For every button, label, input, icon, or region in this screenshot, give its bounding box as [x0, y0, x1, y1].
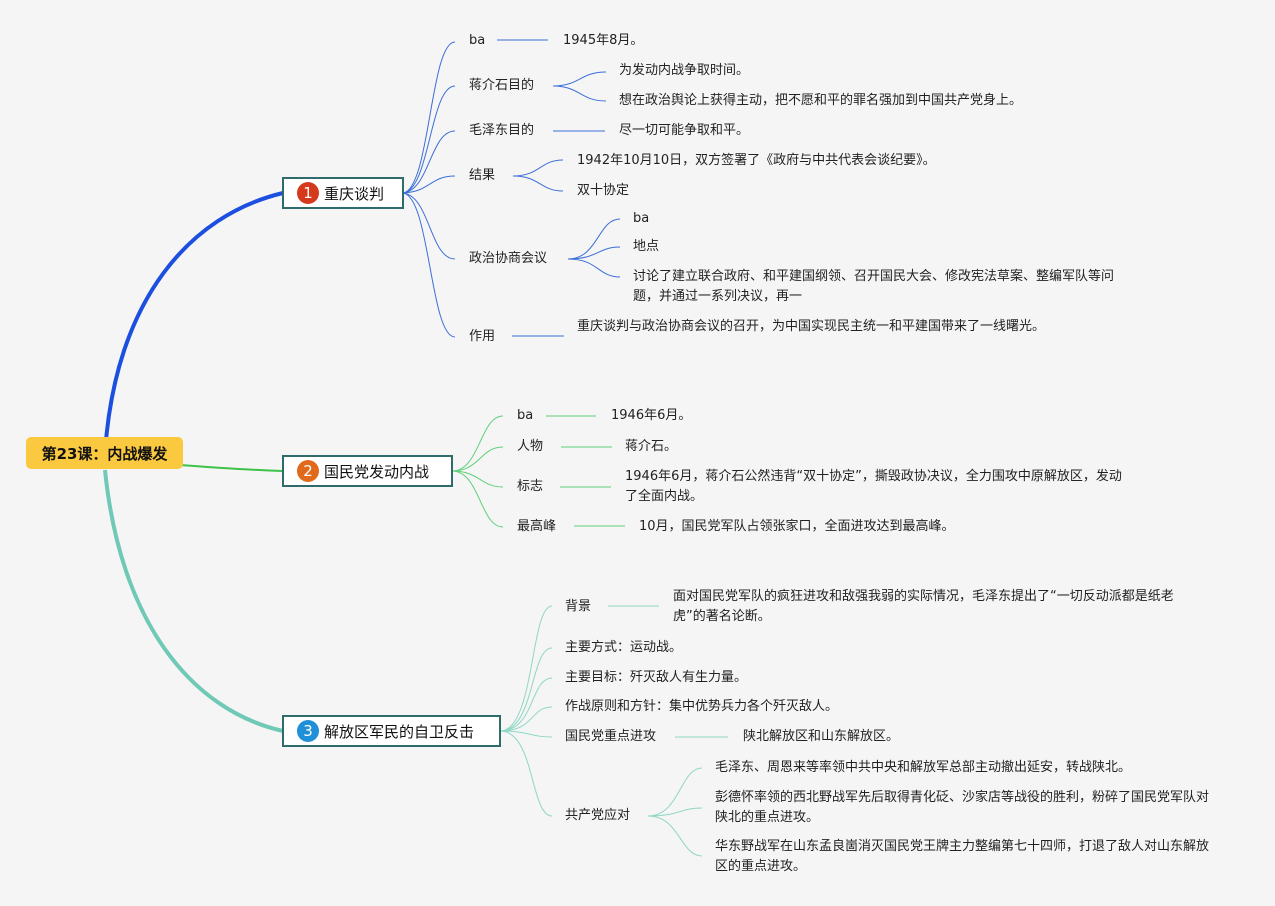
node-mao-purpose[interactable]: 毛泽东目的 [469, 123, 535, 138]
topic-label: 解放区军民的自卫反击 [324, 722, 475, 741]
node-time[interactable]: ba [469, 33, 486, 48]
number-1-icon: 1 [297, 182, 319, 204]
node-pcc-1[interactable]: ba [633, 211, 650, 226]
topic-self-defense[interactable]: 3 解放区军民的自卫反击 [282, 715, 501, 747]
node-time[interactable]: ba [517, 408, 534, 423]
node-pcc-3[interactable]: 讨论了建立联合政府、和平建国纲领、召开国民大会、修改宪法草案、整编军队等问题，并… [633, 269, 1115, 304]
topic-label: 重庆谈判 [324, 184, 385, 203]
node-peak-value[interactable]: 10月，国民党军队占领张家口，全面进攻达到最高峰。 [639, 519, 955, 534]
topic-kmt-civil-war[interactable]: 2 国民党发动内战 [282, 455, 453, 487]
node-background-value[interactable]: 面对国民党军队的疯狂进攻和敌强我弱的实际情况，毛泽东提出了“一切反动派都是纸老虎… [673, 589, 1174, 624]
node-person-value[interactable]: 蒋介石。 [625, 439, 678, 454]
node-person[interactable]: 人物 [517, 439, 544, 454]
node-effect[interactable]: 作用 [469, 329, 496, 344]
branch-line-1 [103, 191, 284, 454]
node-background[interactable]: 背景 [565, 599, 592, 614]
topic-label: 国民党发动内战 [324, 462, 430, 481]
node-pcc-2[interactable]: 地点 [633, 239, 660, 254]
node-mark[interactable]: 标志 [517, 479, 544, 494]
node-jiang-purpose-1[interactable]: 为发动内战争取时间。 [619, 63, 750, 78]
node-cpc-response-3[interactable]: 华东野战军在山东孟良崮消灭国民党王牌主力整编第七十四师，打退了敌人对山东解放区的… [715, 839, 1210, 874]
node-result-1[interactable]: 1942年10月10日，双方签署了《政府与中共代表会谈纪要》。 [577, 153, 936, 168]
number-2-icon: 2 [297, 460, 319, 482]
node-jiang-purpose[interactable]: 蒋介石目的 [469, 78, 535, 93]
node-mark-value[interactable]: 1946年6月，蒋介石公然违背“双十协定”，撕毁政协决议，全力围攻中原解放区，发… [625, 469, 1122, 504]
node-kmt-attack[interactable]: 国民党重点进攻 [565, 729, 657, 744]
node-mao-purpose-1[interactable]: 尽一切可能争取和平。 [619, 123, 750, 138]
node-main-mode[interactable]: 主要方式：运动战。 [565, 640, 683, 655]
root-topic[interactable]: 第23课：内战爆发 [26, 437, 183, 469]
node-time-value[interactable]: 1945年8月。 [563, 33, 644, 48]
node-result[interactable]: 结果 [469, 168, 496, 183]
node-principle[interactable]: 作战原则和方针：集中优势兵力各个歼灭敌人。 [565, 699, 839, 714]
node-time-value[interactable]: 1946年6月。 [611, 408, 692, 423]
node-result-2[interactable]: 双十协定 [577, 183, 630, 198]
node-peak[interactable]: 最高峰 [517, 519, 557, 534]
topic-chongqing-talks[interactable]: 1 重庆谈判 [282, 177, 404, 209]
branch-line-3 [103, 469, 284, 733]
node-cpc-response-1[interactable]: 毛泽东、周恩来等率领中共中央和解放军总部主动撤出延安，转战陕北。 [715, 760, 1132, 775]
node-cpc-response[interactable]: 共产党应对 [565, 808, 631, 823]
node-main-goal[interactable]: 主要目标：歼灭敌人有生力量。 [565, 670, 748, 685]
node-jiang-purpose-2[interactable]: 想在政治舆论上获得主动，把不愿和平的罪名强加到中国共产党身上。 [619, 93, 1023, 108]
node-kmt-attack-value[interactable]: 陕北解放区和山东解放区。 [743, 729, 900, 744]
number-3-icon: 3 [297, 720, 319, 742]
branch-line-2 [179, 464, 284, 472]
node-effect-1[interactable]: 重庆谈判与政治协商会议的召开，为中国实现民主统一和平建国带来了一线曙光。 [577, 319, 1046, 334]
node-pcc[interactable]: 政治协商会议 [469, 251, 548, 266]
node-cpc-response-2[interactable]: 彭德怀率领的西北野战军先后取得青化砭、沙家店等战役的胜利，粉碎了国民党军队对陕北… [715, 790, 1210, 825]
